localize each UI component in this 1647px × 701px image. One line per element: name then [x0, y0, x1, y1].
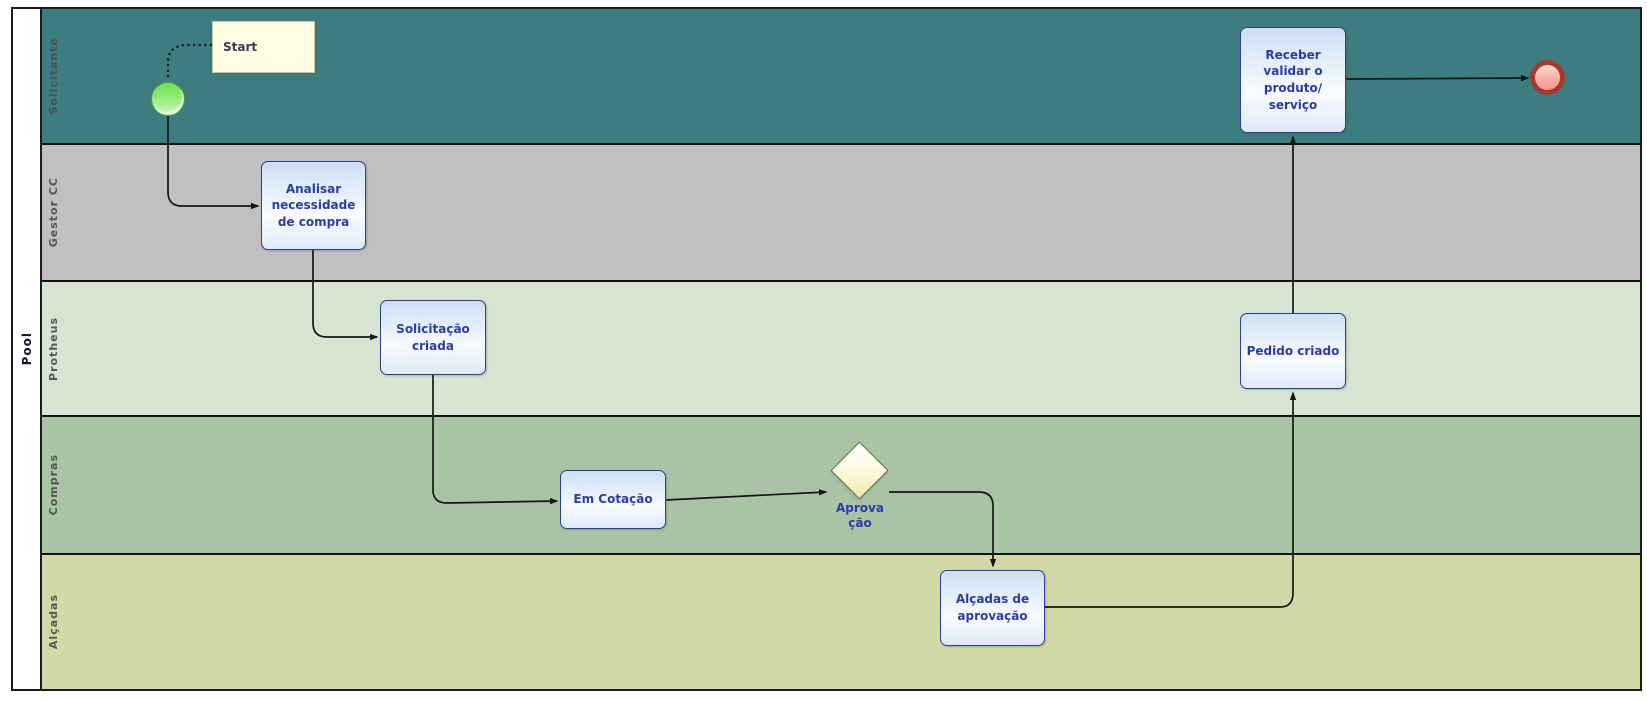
lane-compras: Compras — [42, 417, 1640, 555]
pool: Pool Solicitante Gestor CC Protheus Co — [11, 7, 1642, 691]
lane-alcadas: Alçadas — [42, 555, 1640, 689]
task-receber-validar-produto-servico[interactable]: Receber validar o produto/ serviço — [1240, 27, 1346, 133]
task-pedido-criado[interactable]: Pedido criado — [1240, 313, 1346, 389]
task-solicitacao-criada[interactable]: Solicitação criada — [380, 300, 486, 375]
lane-protheus: Protheus — [42, 282, 1640, 417]
end-event[interactable] — [1530, 60, 1565, 95]
lanes-container: Solicitante Gestor CC Protheus Compras — [42, 9, 1640, 689]
lane-label-alcadas: Alçadas — [46, 594, 60, 650]
lane-label-compras: Compras — [46, 454, 60, 516]
gateway-aprovacao-label: Aprova ção — [836, 501, 884, 530]
task-alcadas-de-aprovacao[interactable]: Alçadas de aprovação — [940, 570, 1045, 646]
annotation-start[interactable]: Start — [212, 21, 315, 73]
pool-title: Pool — [19, 332, 34, 366]
task-em-cotacao[interactable]: Em Cotação — [560, 470, 666, 529]
lane-label-protheus: Protheus — [46, 316, 60, 381]
lane-label-solicitante: Solicitante — [46, 37, 60, 115]
task-analisar-necessidade-de-compra[interactable]: Analisar necessidade de compra — [261, 161, 366, 250]
start-event[interactable] — [151, 82, 185, 116]
pool-label-column: Pool — [13, 9, 42, 689]
lane-label-gestor-cc: Gestor CC — [46, 177, 60, 248]
